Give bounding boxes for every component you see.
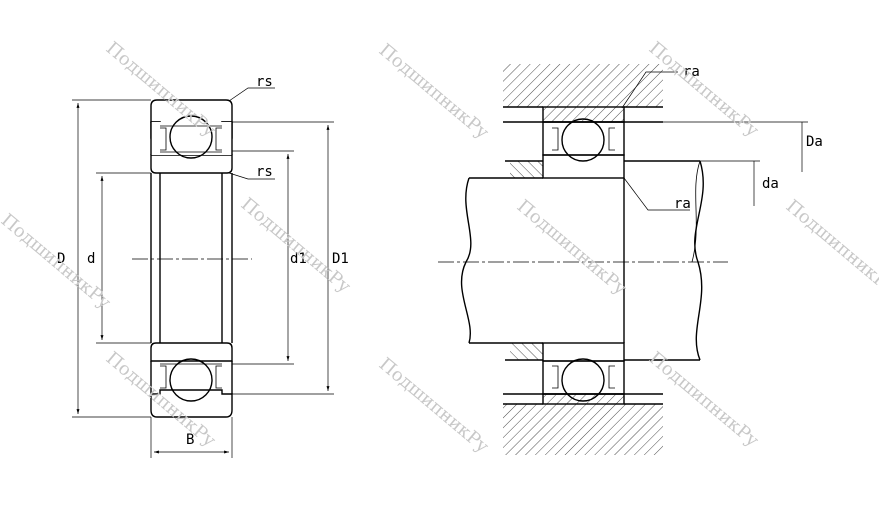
rs-bottom-leader [228,172,275,180]
left-bearing-view [72,87,334,458]
housing-bottom [503,394,663,455]
housing-top [503,64,663,122]
inner-ring-bottom [150,342,233,362]
inner-ring-top [150,154,233,174]
watermark-9: ПодшипникРу [375,354,493,458]
watermarks: ПодшипникРу ПодшипникРу ПодшипникРу Подш… [0,38,879,458]
label-B: B [186,432,194,448]
shaft-break-left [460,177,472,344]
ra-mid-leader [623,177,690,211]
watermark-6: ПодшипникРу [782,196,879,300]
label-da: da [762,176,779,192]
watermark-4: ПодшипникРу [237,194,355,298]
ball-top [150,115,233,159]
watermark-7: ПодшипникРу [0,210,115,314]
label-rs-top: rs [256,74,273,90]
watermark-8: ПодшипникРу [102,348,220,452]
label-rs-bottom: rs [256,164,273,180]
label-ra-top: ra [683,64,700,80]
rs-top-leader [228,87,275,102]
label-ra-mid: ra [674,196,691,212]
label-d1: d1 [290,251,307,267]
watermark-5: ПодшипникРу [513,196,631,300]
labels: rs rs D d d1 D1 B ra ra Da da [57,64,823,448]
label-D: D [57,251,65,267]
watermark-2: ПодшипникРу [375,40,493,144]
outer-ring-bottom [150,389,233,418]
shaft-shoulder-bottom [510,343,543,360]
shaft-shoulder-top [510,161,543,178]
label-d: d [87,251,95,267]
label-D1: D1 [332,251,349,267]
right-assembly-view [438,64,808,455]
right-bearing-top [542,106,625,179]
ra-top-leader [621,71,678,109]
right-bearing-bottom [542,342,625,405]
label-Da: Da [806,134,823,150]
